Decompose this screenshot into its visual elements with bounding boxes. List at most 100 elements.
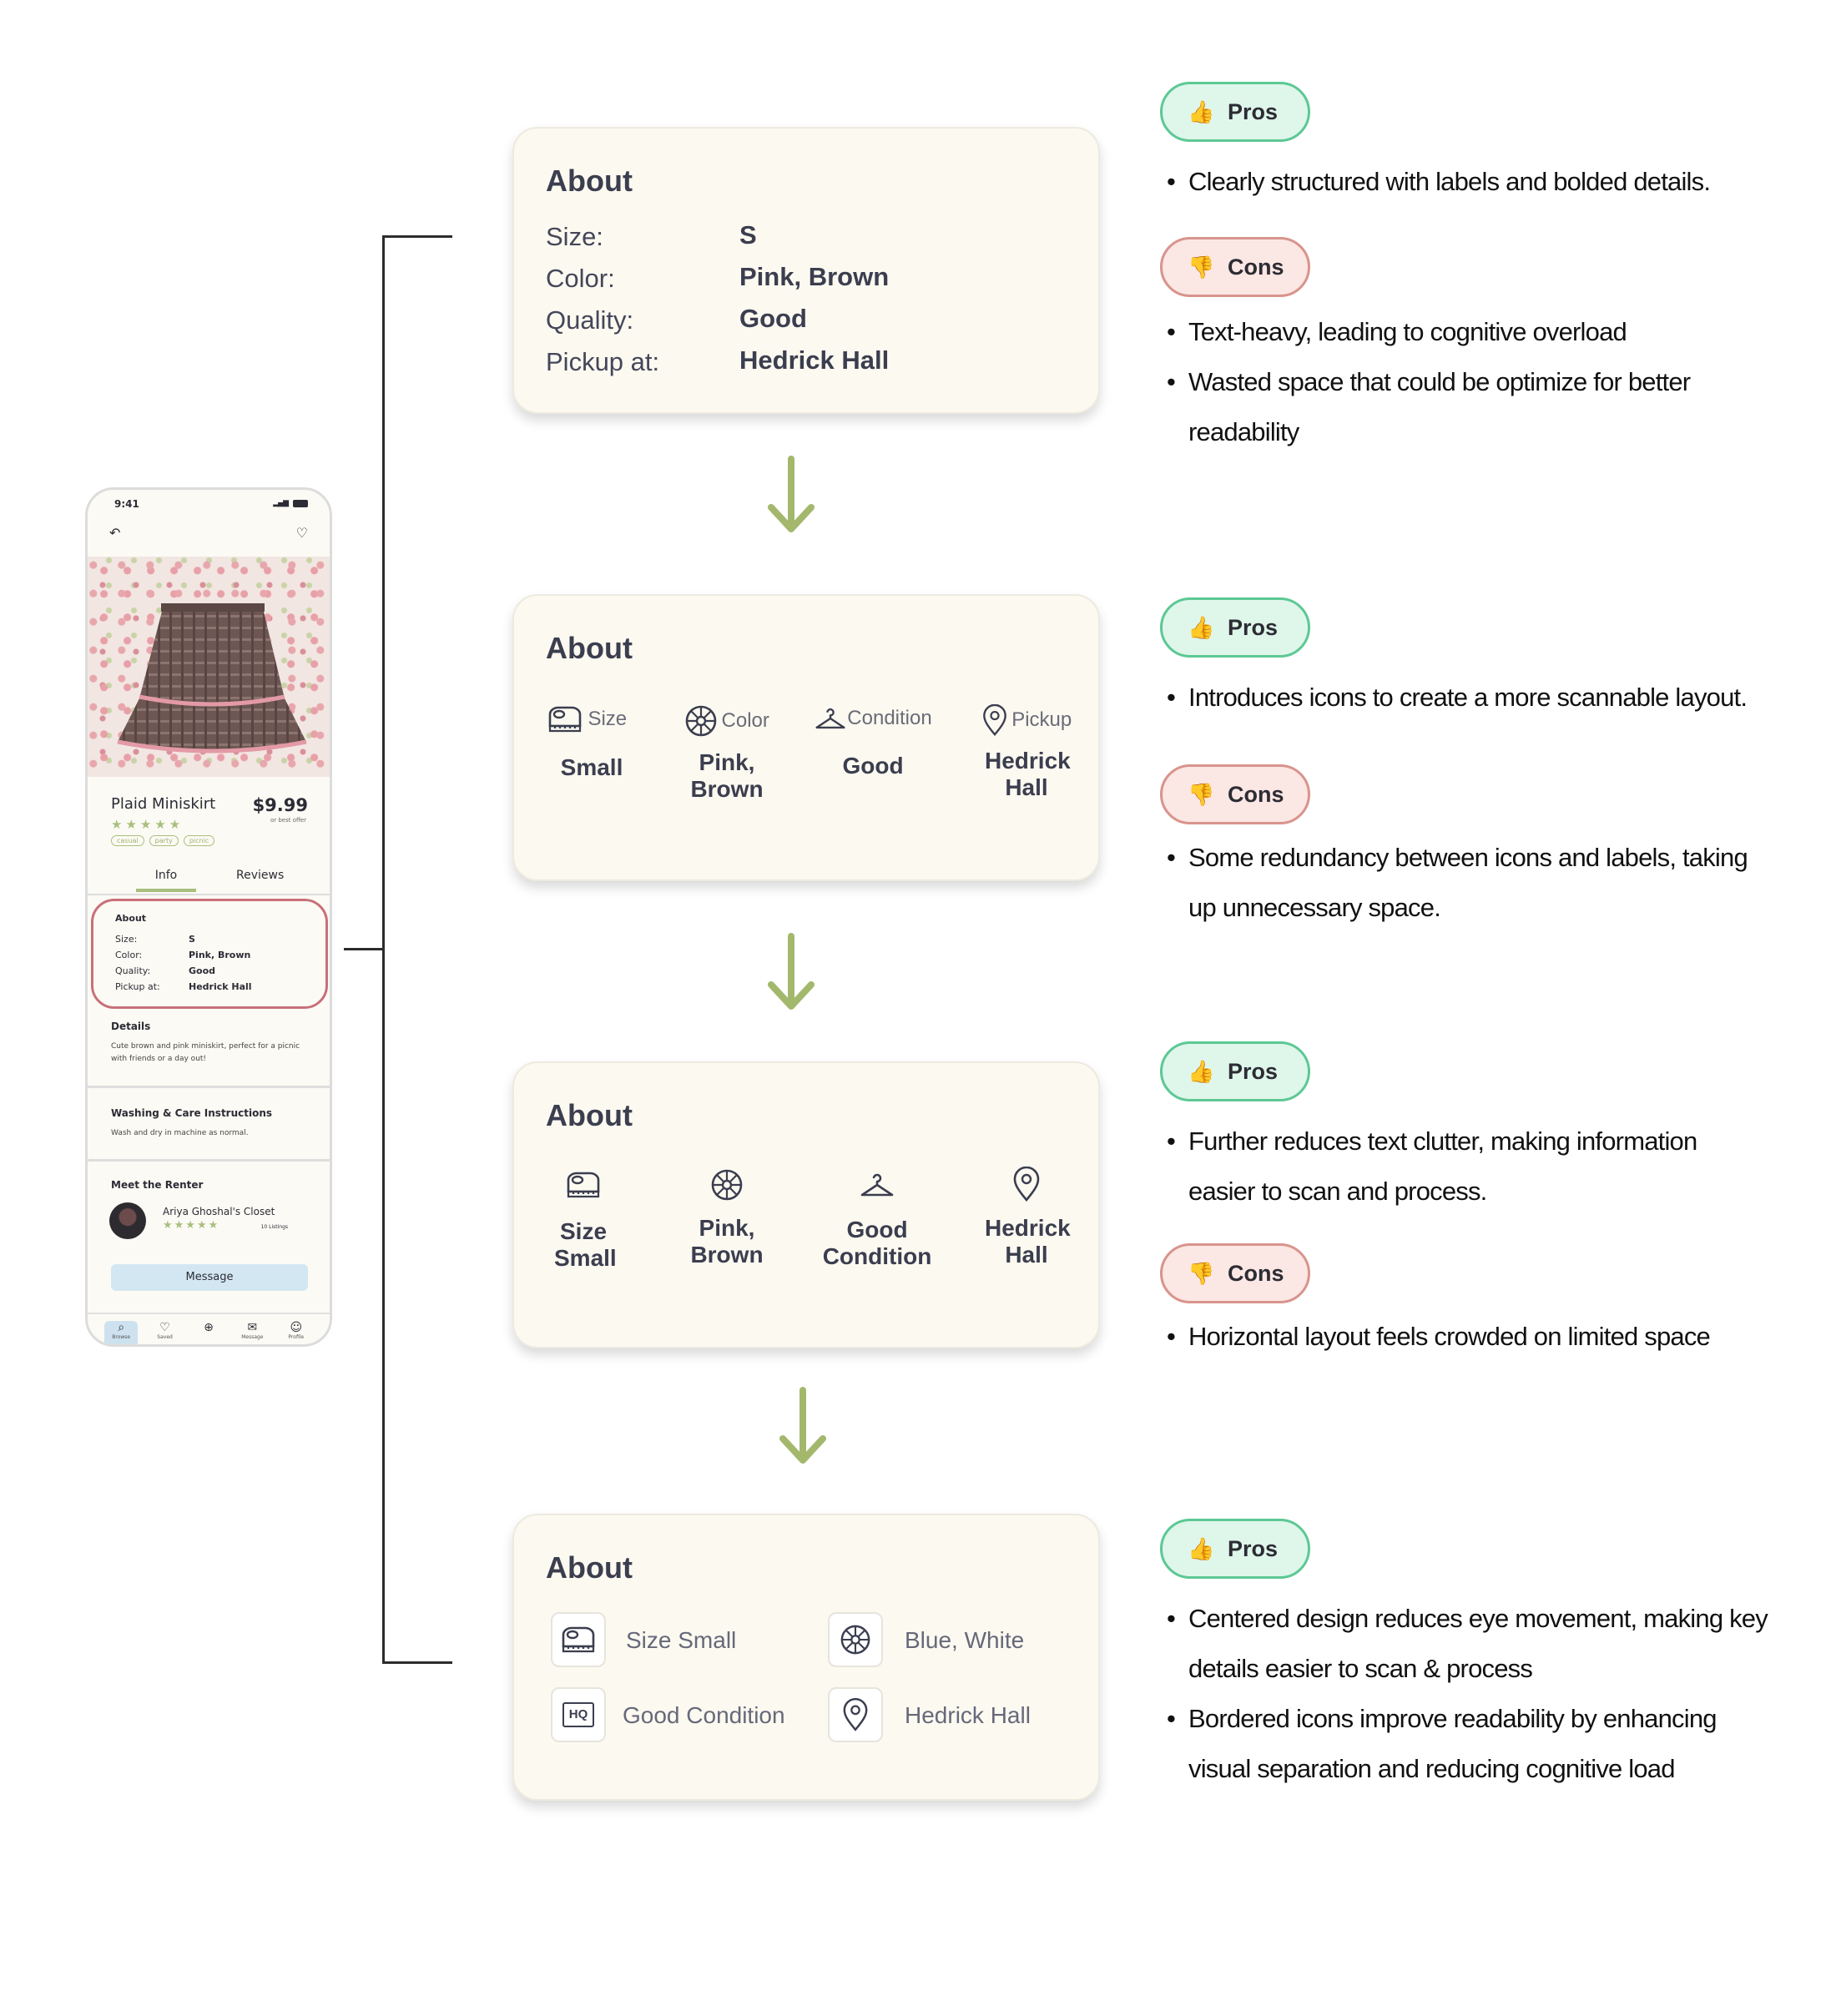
connector-line bbox=[382, 235, 385, 1664]
message-button[interactable]: Message bbox=[111, 1264, 308, 1291]
about-item-condition: Condition Good bbox=[806, 704, 940, 779]
washing-text: Wash and dry in machine as normal. bbox=[111, 1129, 249, 1137]
item-label: Color bbox=[721, 709, 769, 732]
cons-bullet: Some redundancy between icons and labels… bbox=[1167, 833, 1751, 933]
item-value: Good Condition bbox=[822, 1217, 932, 1269]
thumbs-up-icon: 👍 bbox=[1188, 1535, 1215, 1561]
location-pin-icon bbox=[842, 1698, 869, 1731]
color-wheel-icon bbox=[710, 1168, 744, 1202]
nav-profile[interactable]: ☺Profile bbox=[288, 1321, 305, 1340]
message-icon: ✉ bbox=[247, 1321, 258, 1334]
cons-bullet: Wasted space that could be optimize for … bbox=[1167, 357, 1751, 457]
tag-chip[interactable]: party bbox=[149, 835, 179, 846]
about-value: Hedrick Hall bbox=[739, 345, 890, 375]
icon-box bbox=[828, 1687, 883, 1742]
about-value: Pink, Brown bbox=[739, 262, 890, 291]
renter-name[interactable]: Ariya Ghoshal's Closet bbox=[163, 1206, 275, 1217]
phone-mockup: 9:41 ▂▄▆ ↶ ♡ Plaid Miniskirt $9.99 or be… bbox=[85, 487, 332, 1347]
tag-chip[interactable]: picnic bbox=[183, 835, 215, 846]
nav-saved[interactable]: ♡Saved bbox=[157, 1321, 173, 1340]
nav-browse[interactable]: ⌕Browse bbox=[104, 1321, 139, 1344]
nav-message[interactable]: ✉Message bbox=[241, 1321, 264, 1340]
item-value: Pink, Brown bbox=[690, 749, 764, 802]
item-label: Size bbox=[588, 708, 628, 730]
thumbs-down-icon: 👎 bbox=[1188, 254, 1215, 280]
about-card-iteration-4: About Size Small Blue, White HQ Good Con… bbox=[512, 1514, 1100, 1801]
about-label: Size: bbox=[546, 222, 603, 251]
tab-bar: Info Reviews bbox=[88, 862, 330, 895]
icon-box bbox=[551, 1612, 606, 1667]
thumbs-up-icon: 👍 bbox=[1188, 1058, 1215, 1084]
status-time: 9:41 bbox=[114, 498, 139, 510]
details-title: Details bbox=[111, 1021, 151, 1032]
tab-reviews[interactable]: Reviews bbox=[236, 869, 285, 882]
item-value: Size Small bbox=[554, 1218, 617, 1271]
top-nav: ↶ ♡ bbox=[88, 523, 330, 548]
cons-bullet: Text-heavy, leading to cognitive overloa… bbox=[1167, 307, 1801, 357]
renter-section: Meet the Renter bbox=[88, 1179, 330, 1199]
about-value: S bbox=[739, 220, 757, 249]
nav-add[interactable]: ⊕ bbox=[192, 1321, 225, 1344]
washing-section: Washing & Care Instructions Wash and dry… bbox=[88, 1107, 330, 1140]
tag-chip[interactable]: casual bbox=[111, 835, 144, 846]
about-item-pickup: Hedrick Hall bbox=[968, 1167, 1085, 1268]
pros-bullet: Bordered icons improve readability by en… bbox=[1167, 1694, 1784, 1794]
about-value: S bbox=[189, 934, 195, 945]
status-bar: 9:41 ▂▄▆ bbox=[88, 490, 330, 520]
location-pin-icon bbox=[1012, 1167, 1041, 1202]
hq-badge-icon: HQ bbox=[562, 1702, 594, 1727]
card-title: About bbox=[546, 631, 633, 665]
about-value: Good bbox=[189, 965, 216, 976]
back-icon[interactable]: ↶ bbox=[109, 525, 121, 541]
item-value: Small bbox=[560, 754, 623, 780]
about-card-iteration-1: About Size: S Color: Pink, Brown Quality… bbox=[512, 127, 1100, 414]
about-row: Pickup at:Hedrick Hall bbox=[115, 981, 325, 997]
about-section-highlighted: About Size:S Color:Pink, Brown Quality:G… bbox=[91, 899, 328, 1009]
about-label: Quality: bbox=[546, 305, 634, 335]
arrow-down-icon bbox=[776, 1387, 830, 1467]
hanger-icon bbox=[859, 1170, 895, 1200]
divider bbox=[88, 1086, 330, 1088]
about-label: Quality: bbox=[115, 965, 151, 976]
pros-bullet: Introduces icons to create a more scanna… bbox=[1167, 673, 1826, 723]
heart-icon[interactable]: ♡ bbox=[295, 525, 308, 541]
product-rating: ★★★★★ bbox=[111, 817, 184, 832]
icon-box bbox=[828, 1612, 883, 1667]
location-pin-icon bbox=[981, 704, 1008, 736]
about-item-color: Color Pink, Brown bbox=[673, 704, 781, 803]
details-text: Cute brown and pink miniskirt, perfect f… bbox=[111, 1042, 300, 1063]
avatar[interactable] bbox=[109, 1202, 146, 1239]
heart-icon: ♡ bbox=[159, 1321, 170, 1334]
connector-line bbox=[344, 948, 384, 950]
about-value: Pink, Brown bbox=[189, 950, 251, 960]
item-value: Good Condition bbox=[623, 1702, 785, 1728]
tab-info[interactable]: Info bbox=[136, 869, 196, 892]
price-note: or best offer bbox=[270, 817, 306, 824]
about-item-size: Size Small bbox=[546, 704, 638, 781]
divider bbox=[88, 1159, 330, 1162]
card-title: About bbox=[546, 1550, 633, 1585]
skirt-image bbox=[117, 603, 307, 753]
about-item-size: Size Small bbox=[537, 1170, 629, 1272]
search-icon: ⌕ bbox=[118, 1321, 125, 1334]
thumbs-down-icon: 👎 bbox=[1188, 1260, 1215, 1286]
about-row: Quality: Good bbox=[115, 965, 325, 981]
renter-title: Meet the Renter bbox=[111, 1179, 204, 1191]
about-label: Color: bbox=[115, 950, 143, 960]
item-value: Good bbox=[842, 753, 904, 779]
profile-icon: ☺ bbox=[290, 1321, 303, 1334]
signal-icon: ▂▄▆ bbox=[273, 499, 289, 507]
pros-badge: 👍Pros bbox=[1160, 82, 1310, 142]
about-label: Pickup at: bbox=[546, 347, 660, 376]
measuring-tape-icon bbox=[560, 1625, 597, 1655]
renter-rating: ★★★★★ bbox=[163, 1219, 220, 1232]
arrow-down-icon bbox=[764, 456, 818, 536]
arrow-down-icon bbox=[764, 933, 818, 1013]
card-title: About bbox=[546, 164, 633, 198]
item-label: Pickup bbox=[1011, 708, 1072, 731]
card-title: About bbox=[546, 1098, 633, 1132]
pros-badge: 👍Pros bbox=[1160, 597, 1310, 658]
thumbs-up-icon: 👍 bbox=[1188, 98, 1215, 124]
connector-line bbox=[382, 1661, 452, 1664]
about-item-pickup: Pickup Hedrick Hall bbox=[968, 704, 1085, 801]
